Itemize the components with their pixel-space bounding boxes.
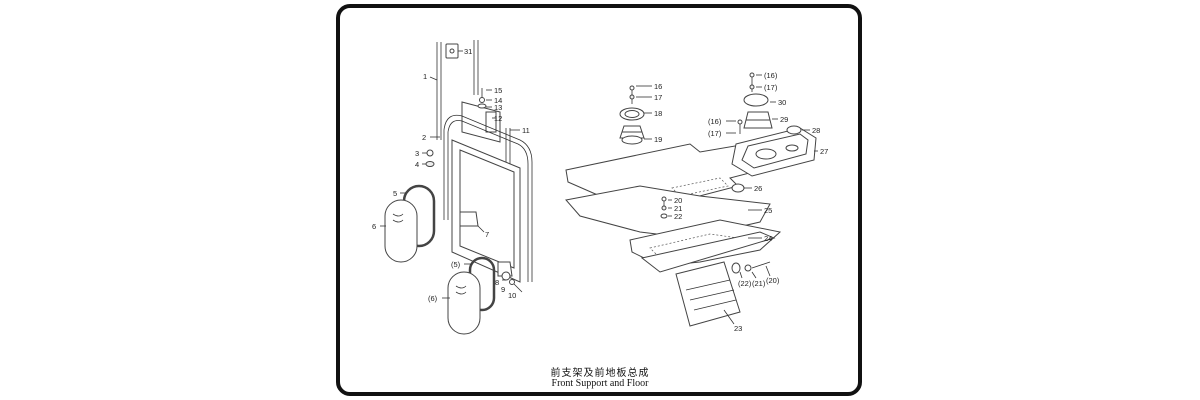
label-paren-17-b: (17)	[764, 83, 778, 92]
label-17: 17	[654, 93, 662, 102]
caption-chinese: 前支架及前地板总成	[550, 368, 650, 379]
label-13: 13	[494, 103, 502, 112]
label-15: 15	[494, 86, 502, 95]
label-9: 9	[501, 285, 505, 294]
label-4: 4	[415, 160, 419, 169]
label-28: 28	[812, 126, 820, 135]
label-5: 5	[393, 189, 397, 198]
label-20: 20	[674, 196, 682, 205]
label-2: 2	[422, 133, 426, 142]
callout-labels: 31 1 15 14 13 12 11 2 3 4 5 6 7 (5) (6) …	[372, 47, 828, 333]
label-14: 14	[494, 96, 502, 105]
label-7: 7	[485, 230, 489, 239]
label-29: 29	[780, 115, 788, 124]
label-paren-21: (21)	[752, 279, 766, 288]
label-paren-6: (6)	[428, 294, 438, 303]
label-3: 3	[415, 149, 419, 158]
label-paren-16-a: (16)	[708, 117, 722, 126]
label-11: 11	[522, 126, 530, 135]
front-support-assembly	[380, 40, 533, 335]
label-31: 31	[464, 47, 472, 56]
label-26: 26	[754, 184, 762, 193]
label-1: 1	[423, 72, 427, 81]
label-6: 6	[372, 222, 376, 231]
label-12: 12	[494, 114, 502, 123]
label-paren-5: (5)	[451, 260, 461, 269]
label-paren-20: (20)	[766, 276, 780, 285]
label-paren-17-a: (17)	[708, 129, 722, 138]
front-floor-assembly	[565, 72, 818, 327]
label-16: 16	[654, 82, 662, 91]
label-23: 23	[734, 324, 742, 333]
label-paren-16-b: (16)	[764, 71, 778, 80]
label-22: 22	[674, 212, 682, 221]
caption-english: Front Support and Floor	[551, 378, 649, 389]
label-21: 21	[674, 204, 682, 213]
label-27: 27	[820, 147, 828, 156]
label-19: 19	[654, 135, 662, 144]
label-18: 18	[654, 109, 662, 118]
label-10: 10	[508, 291, 516, 300]
label-24: 24	[764, 234, 772, 243]
label-8: 8	[495, 278, 499, 287]
label-30: 30	[778, 98, 786, 107]
label-25: 25	[764, 206, 772, 215]
label-paren-22: (22)	[738, 279, 752, 288]
